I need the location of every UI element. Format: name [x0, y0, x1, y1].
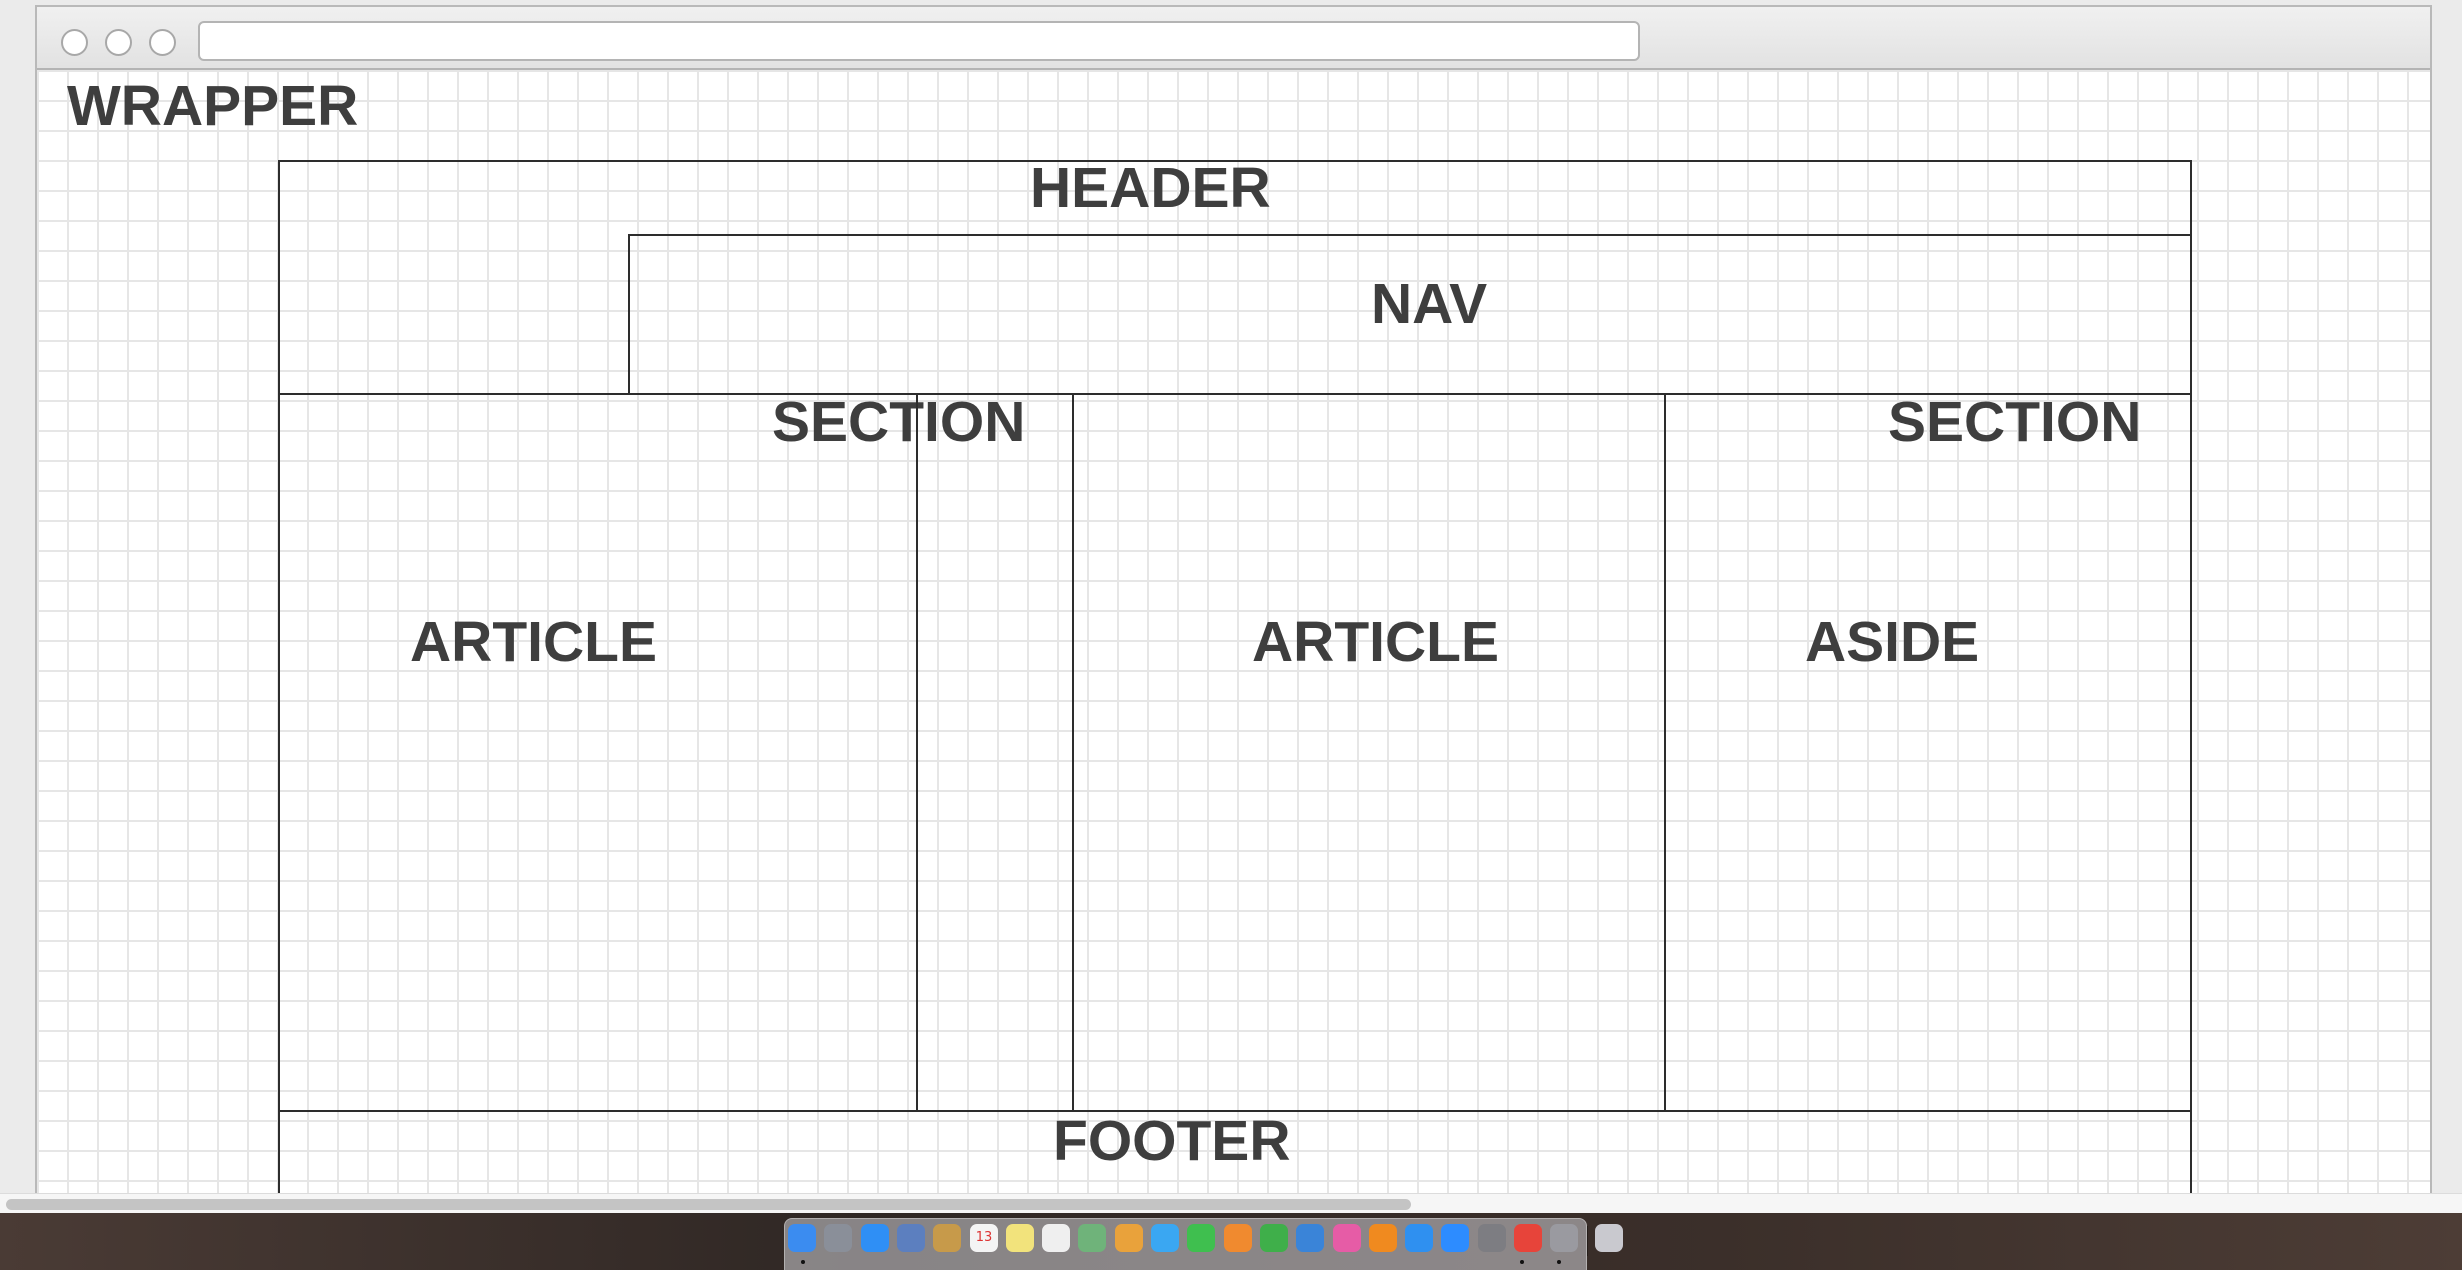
- header-bottom-border: [278, 393, 2192, 395]
- header-top-border: [278, 160, 2192, 162]
- calendar-icon[interactable]: 13: [970, 1224, 998, 1252]
- header-label: HEADER: [1030, 156, 1271, 220]
- aside-divider: [1664, 393, 1666, 1111]
- pages-icon[interactable]: [1224, 1224, 1252, 1252]
- wrapper-label: WRAPPER: [67, 74, 359, 138]
- dock-separator: [1587, 1226, 1588, 1256]
- messages-icon[interactable]: [1151, 1224, 1179, 1252]
- layout-left-border: [278, 160, 280, 1195]
- keynote-icon[interactable]: [1296, 1224, 1324, 1252]
- numbers-icon[interactable]: [1260, 1224, 1288, 1252]
- article-left-divider: [916, 393, 918, 1111]
- article-left-label: ARTICLE: [410, 610, 657, 674]
- running-indicator-dot: [1520, 1260, 1524, 1264]
- system-preferences-icon[interactable]: [1478, 1224, 1506, 1252]
- nav-label: NAV: [1371, 272, 1488, 336]
- close-window-button[interactable]: [61, 29, 88, 56]
- zoom-icon[interactable]: [1441, 1224, 1469, 1252]
- horizontal-scrollbar-thumb[interactable]: [6, 1199, 1411, 1210]
- nav-left-border: [628, 234, 630, 395]
- section-left-divider: [1072, 393, 1074, 1111]
- window-titlebar: [37, 7, 2430, 70]
- footer-label: FOOTER: [1053, 1109, 1291, 1173]
- layout-right-border: [2190, 160, 2192, 1195]
- launchpad-icon[interactable]: [824, 1224, 852, 1252]
- preview-icon[interactable]: [897, 1224, 925, 1252]
- footer-top-border: [278, 1110, 2192, 1112]
- itunes-icon[interactable]: [1333, 1224, 1361, 1252]
- hard-drive-icon[interactable]: [1550, 1224, 1578, 1252]
- finder-icon[interactable]: [788, 1224, 816, 1252]
- nav-top-border: [628, 234, 2192, 236]
- photos-icon[interactable]: [1115, 1224, 1143, 1252]
- aside-label: ASIDE: [1805, 610, 1980, 674]
- section-left-label: SECTION: [772, 390, 1026, 454]
- running-indicator-dot: [801, 1260, 805, 1264]
- address-bar[interactable]: [198, 21, 1640, 61]
- reminders-icon[interactable]: [1042, 1224, 1070, 1252]
- safari-icon[interactable]: [861, 1224, 889, 1252]
- facetime-icon[interactable]: [1187, 1224, 1215, 1252]
- notefile-icon[interactable]: [933, 1224, 961, 1252]
- minimize-window-button[interactable]: [105, 29, 132, 56]
- section-right-label: SECTION: [1888, 390, 2142, 454]
- app-store-icon[interactable]: [1405, 1224, 1433, 1252]
- trash-icon[interactable]: [1595, 1224, 1623, 1252]
- chrome-icon[interactable]: [1514, 1224, 1542, 1252]
- article-center-label: ARTICLE: [1252, 610, 1499, 674]
- maps-icon[interactable]: [1078, 1224, 1106, 1252]
- browser-window: WRAPPER HEADER NAV SECTION SECTION ARTIC…: [35, 5, 2432, 1195]
- wireframe-canvas: WRAPPER HEADER NAV SECTION SECTION ARTIC…: [37, 70, 2430, 1195]
- notes-icon[interactable]: [1006, 1224, 1034, 1252]
- zoom-window-button[interactable]: [149, 29, 176, 56]
- running-indicator-dot: [1557, 1260, 1561, 1264]
- ibooks-icon[interactable]: [1369, 1224, 1397, 1252]
